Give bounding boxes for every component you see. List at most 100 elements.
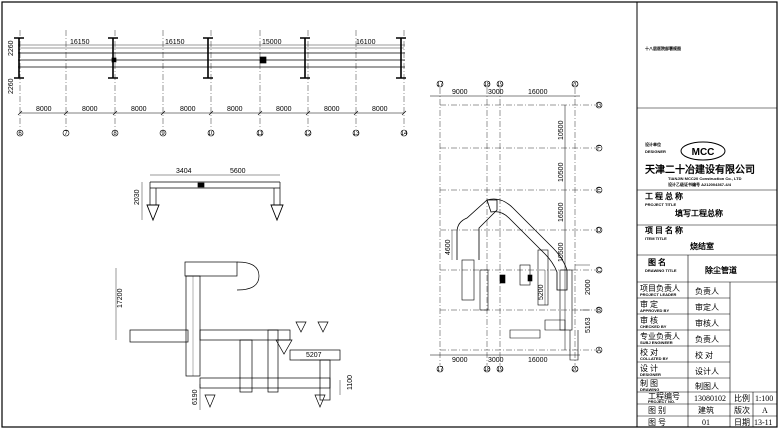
designer-label: 设计单位 — [645, 141, 661, 147]
row-label: 专业负责人 — [640, 331, 680, 341]
dim-label: 16150 — [70, 39, 90, 46]
axis-label: E — [597, 188, 601, 194]
row-label: 审 核 — [640, 315, 658, 325]
date-value: 13-11 — [754, 418, 772, 427]
scale-label: 比例 — [734, 393, 750, 403]
dim-label: 10500 — [558, 162, 565, 182]
project-no-value: 13080102 — [694, 394, 726, 403]
row-value: 审定人 — [695, 302, 719, 312]
row-value: 设计人 — [695, 366, 719, 376]
project-title-value: 填写工程总称 — [675, 208, 723, 218]
date-label: 日期 — [734, 418, 750, 427]
large-elevation-view — [115, 261, 341, 410]
signature-rows: 项目负责人 PROJECT LEADER 负责人 审 定 APPROVED BY… — [640, 283, 773, 427]
dim-label: 15000 — [262, 39, 282, 46]
row-label: 制 图 — [640, 378, 658, 388]
dim-label: 16100 — [356, 39, 376, 46]
axis-label: C — [597, 268, 602, 274]
axis-label: 11 — [257, 131, 264, 137]
project-note: 十八层医院部署规图 — [645, 45, 681, 51]
drawing-title-value: 除尘管道 — [705, 265, 737, 275]
dim-label: 2030 — [134, 189, 141, 205]
large-elevation-labels: 17200 5207 6190 1100 — [117, 288, 354, 405]
sheet-label: 图 号 — [648, 418, 666, 427]
row-label: 设 计 — [640, 363, 658, 373]
axis-label: A — [597, 348, 601, 354]
axis-label: 20 — [572, 367, 579, 373]
axis-label: 12 — [305, 131, 312, 137]
project-no-label-en: PROJECT NO. — [648, 399, 675, 404]
dim-label: 8000 — [180, 106, 196, 113]
axis-label: 18 — [484, 82, 491, 88]
axis-label: 10 — [208, 131, 215, 137]
dim-label: 9000 — [452, 357, 468, 364]
axis-label: 18 — [484, 367, 491, 373]
dim-label: 16000 — [528, 357, 548, 364]
axis-label: 17 — [437, 367, 444, 373]
edition-value: A — [762, 406, 768, 415]
row-label-en: APPROVED BY — [640, 308, 669, 313]
dim-label: 2260 — [8, 40, 15, 56]
axis-label: F — [597, 146, 601, 152]
mcc-logo: MCC — [680, 141, 726, 161]
dim-label: 8000 — [36, 106, 52, 113]
company-name-en: TIANJIN MCC20 Construction Co., LTD — [668, 176, 742, 181]
dim-label: 5207 — [306, 352, 322, 359]
dim-label: 8000 — [82, 106, 98, 113]
row-label-en: DRAWING — [640, 387, 659, 392]
dim-label: 5600 — [230, 168, 246, 175]
row-label-en: DESIGNER — [640, 372, 661, 377]
row-label-en: SUBJ ENGINEER — [640, 340, 673, 345]
dim-label: 10500 — [558, 242, 565, 262]
dim-label: 17200 — [117, 288, 124, 308]
dim-label: 8000 — [276, 106, 292, 113]
dim-label: 3000 — [488, 89, 504, 96]
type-value: 建筑 — [698, 405, 714, 415]
right-section-dimension-labels: 9000 3000 16000 9000 3000 16000 10500 10… — [445, 89, 592, 364]
dim-label: 10500 — [558, 120, 565, 140]
edition-label: 版次 — [734, 405, 750, 415]
axis-label: D — [597, 228, 602, 234]
title-block — [637, 107, 777, 427]
small-elevation-labels: 3404 5600 2030 — [134, 168, 246, 205]
dim-label: 16500 — [558, 202, 565, 222]
right-section-axis-labels: 17 18 19 20 17 18 19 20 G F E D C B A — [437, 82, 602, 373]
axis-label: 20 — [572, 82, 579, 88]
dim-label: 3404 — [176, 168, 192, 175]
dim-label: 16000 — [528, 89, 548, 96]
dim-label: 8000 — [227, 106, 243, 113]
dim-label: 6190 — [192, 389, 199, 405]
logo-text: MCC — [692, 147, 715, 158]
project-title-label-en: PROJECT TITLE — [645, 202, 676, 207]
axis-label: 6 — [18, 131, 22, 137]
row-label-en: PROJECT LEADER — [640, 292, 677, 297]
row-value: 负责人 — [695, 286, 719, 296]
axis-label: 17 — [437, 82, 444, 88]
axis-label: 14 — [401, 131, 408, 137]
scale-value: 1:100 — [755, 394, 773, 403]
top-plan-view — [14, 30, 408, 137]
dim-label: 2260 — [8, 78, 15, 94]
dim-label: 1100 — [347, 375, 354, 390]
certificate-number: 设计乙级证书编号 A212004367-4/4 — [668, 181, 732, 187]
top-plan-dimension-labels: 16150 16150 15000 16100 2260 2260 8000 8… — [8, 39, 388, 113]
dim-label: 3000 — [488, 357, 504, 364]
right-section-view — [430, 80, 603, 373]
item-title-label-en: ITEM TITLE — [645, 236, 667, 241]
sheet-value: 01 — [702, 418, 710, 427]
drawing-title-label-en: DRAWING TITLE — [645, 268, 677, 273]
dim-label: 2000 — [585, 279, 592, 295]
dim-label: 5200 — [538, 284, 545, 300]
project-title-label: 工 程 总 称 — [645, 191, 683, 201]
axis-label: 7 — [64, 131, 68, 137]
dim-label: 8000 — [131, 106, 147, 113]
axis-label: 13 — [353, 131, 360, 137]
type-label: 图 别 — [648, 406, 666, 415]
dim-label: 9000 — [452, 89, 468, 96]
row-label-en: CHECKED BY — [640, 324, 667, 329]
axis-label: 9 — [161, 131, 165, 137]
axis-label: G — [597, 103, 602, 109]
